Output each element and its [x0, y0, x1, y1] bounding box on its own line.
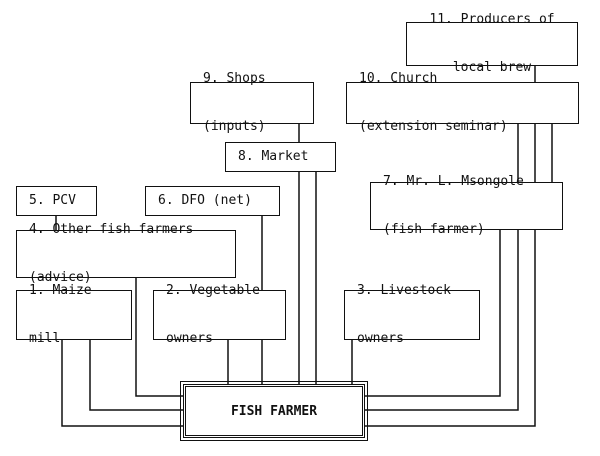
node-label-line: 1. Maize	[29, 283, 92, 298]
node-label-line: 11. Producers of	[429, 12, 555, 27]
node-maize-mill: 1. Maize mill	[16, 283, 132, 346]
connector-line	[365, 230, 501, 397]
node-label-line: mill	[29, 331, 61, 346]
node-livestock-owners: 3. Livestock owners	[344, 283, 480, 346]
node-shops-inputs: 9. Shops (inputs)	[190, 71, 314, 134]
node-other-fish-farmers: 4. Other fish farmers (advice)	[16, 222, 236, 285]
node-label-line: 8. Market	[238, 149, 309, 164]
node-dfo-net: 6. DFO (net)	[145, 186, 280, 216]
node-label-line: owners	[166, 331, 213, 346]
node-pcv: 5. PCV	[16, 186, 97, 216]
node-label-line: (inputs)	[203, 119, 266, 134]
node-label-line: 9. Shops	[203, 71, 266, 86]
connector-line	[365, 230, 519, 411]
node-label-line: (extension seminar)	[359, 119, 508, 134]
node-label-line: 3. Livestock	[357, 283, 451, 298]
connector-line	[61, 340, 183, 427]
center-fish-farmer: FISH FARMER	[180, 381, 368, 441]
node-label-line: 2. Vegetable	[166, 283, 260, 298]
connector-line	[89, 340, 183, 411]
center-label: FISH FARMER	[230, 403, 318, 419]
node-label-line: 10. Church	[359, 71, 438, 86]
node-label-line: 4. Other fish farmers	[29, 222, 194, 237]
node-label-line: 6. DFO (net)	[158, 193, 252, 208]
connector-line	[135, 278, 183, 397]
node-label-line: (advice)	[29, 270, 92, 285]
node-label-line: 7. Mr. L. Msongole	[383, 174, 524, 189]
node-label-line: owners	[357, 331, 404, 346]
node-mr-l-msongole: 7. Mr. L. Msongole (fish farmer)	[370, 174, 563, 237]
node-church-extension-seminar: 10. Church (extension seminar)	[346, 71, 579, 134]
node-label-line: local brew	[452, 60, 532, 75]
node-vegetable-owners: 2. Vegetable owners	[153, 283, 286, 346]
node-market: 8. Market	[225, 142, 336, 172]
node-label-line: (fish farmer)	[383, 222, 485, 237]
node-label-line: 5. PCV	[29, 193, 76, 208]
node-producers-of-local-brew: 11. Producers of local brew	[406, 12, 578, 75]
connector-line	[365, 230, 536, 427]
